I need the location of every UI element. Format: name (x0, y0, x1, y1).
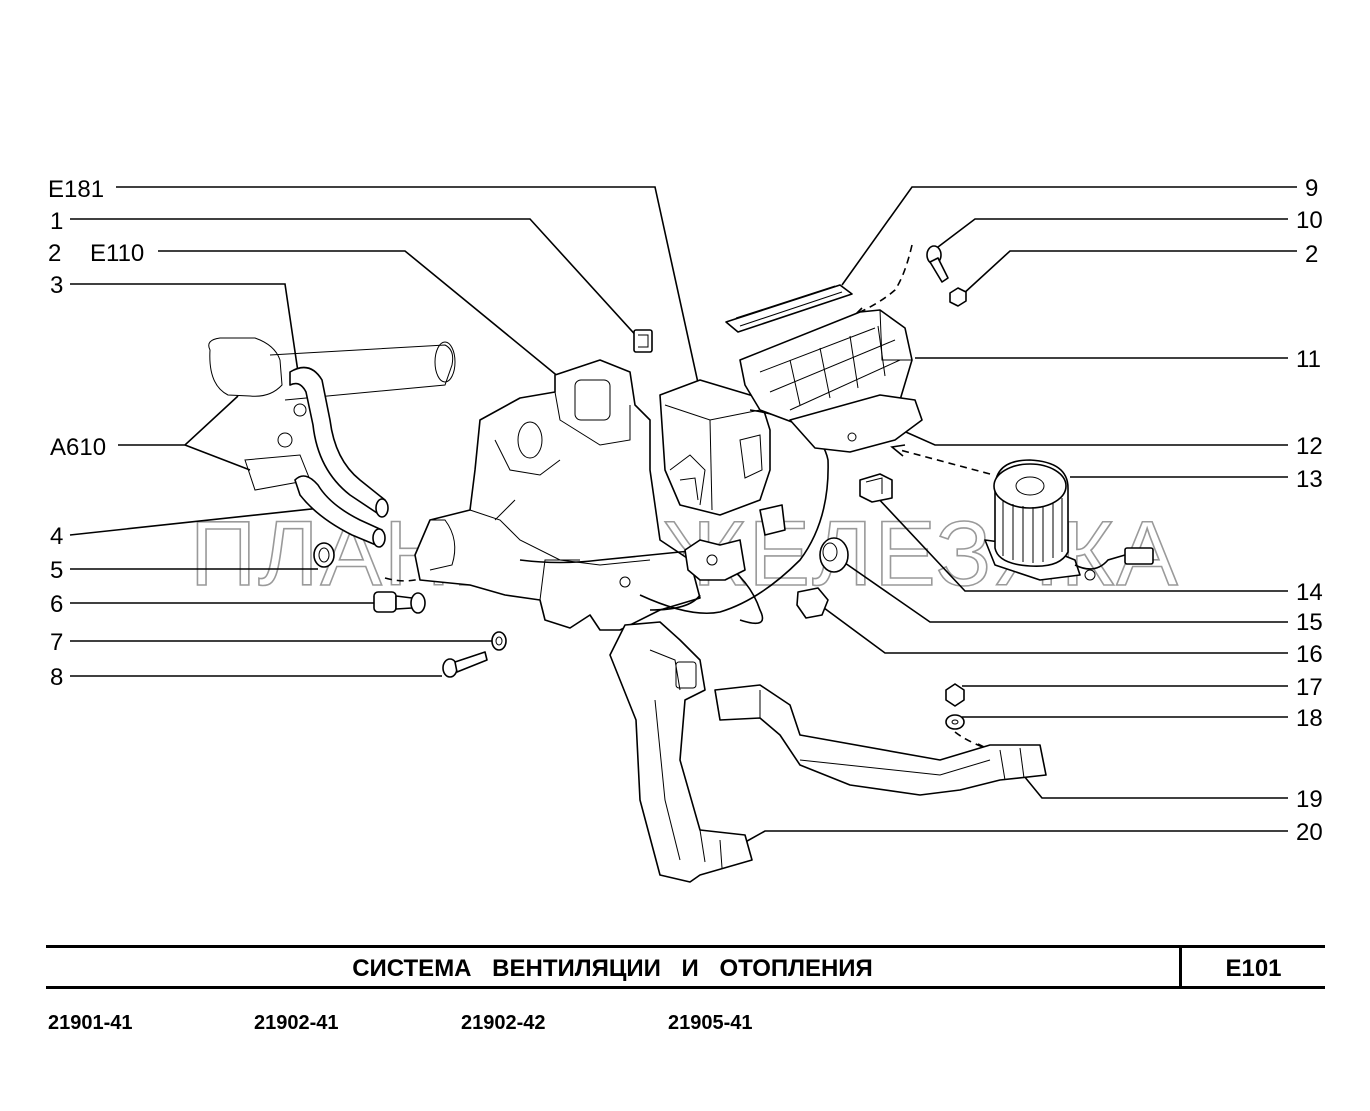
nut-17 (945, 683, 965, 707)
base-12 (789, 394, 923, 453)
callout-1: 1 (50, 208, 63, 235)
callout-3: 3 (50, 272, 63, 299)
nut-2 (949, 287, 967, 307)
clip-1 (633, 329, 653, 353)
leader-20 (739, 830, 1288, 846)
cap-16 (796, 587, 829, 619)
leader-15 (844, 562, 1288, 623)
filter-cover-9 (725, 284, 853, 333)
knob-15 (819, 537, 849, 573)
exploded-assembly-drawing: ПЛАНЕТА ЖЕЛЕЗЯКА E181 1 2 E110 3 A610 4 … (48, 175, 1323, 883)
callout-9: 9 (1305, 175, 1318, 202)
callout-11: 11 (1296, 346, 1321, 373)
dashed-assembly-line-13 (899, 449, 991, 475)
leader-lines-left (69, 186, 701, 677)
section-code: E101 (1225, 955, 1282, 982)
callout-5: 5 (50, 557, 63, 584)
callout-14: 14 (1296, 579, 1323, 606)
callout-8: 8 (50, 664, 63, 691)
bracket-14 (859, 473, 893, 503)
screw-10 (926, 245, 949, 283)
air-duct-20 (609, 621, 753, 883)
leader-4 (69, 506, 331, 536)
callout-2-right: 2 (1305, 241, 1318, 268)
leader-a610-b (184, 444, 251, 471)
model-code: 21902-41 (254, 1012, 339, 1034)
clamp-5 (313, 542, 335, 568)
heater-housing (414, 359, 701, 631)
callout-17: 17 (1296, 674, 1323, 701)
heater-hoses (289, 366, 389, 548)
callout-15: 15 (1296, 609, 1323, 636)
leader-16 (819, 604, 1288, 654)
leader-a610-a (118, 395, 239, 446)
evaporator-box (659, 379, 771, 516)
callout-18: 18 (1296, 705, 1323, 732)
callout-6: 6 (50, 591, 63, 618)
callout-19: 19 (1296, 786, 1323, 813)
leader-lines-right (739, 186, 1297, 846)
title-divider (1179, 948, 1182, 986)
washer-7 (491, 631, 507, 651)
leader-14 (874, 494, 1288, 592)
air-duct-19 (714, 684, 1047, 796)
blower-fan-13 (984, 459, 1154, 581)
section-title: СИСТЕМА ВЕНТИЛЯЦИИ И ОТОПЛЕНИЯ (352, 955, 873, 982)
washer-18 (945, 714, 965, 730)
callout-2-left: 2 (48, 240, 61, 267)
callout-7: 7 (50, 629, 63, 656)
dashed-assembly-line-9 (857, 244, 913, 314)
callout-e110: E110 (90, 240, 144, 267)
screw-8 (442, 651, 488, 678)
leader-19 (1014, 764, 1288, 799)
callout-10: 10 (1296, 207, 1323, 234)
callout-12: 12 (1296, 433, 1323, 460)
callout-16: 16 (1296, 641, 1323, 668)
screw-6 (373, 591, 426, 614)
arrow-13 (890, 444, 906, 457)
model-code: 21902-42 (461, 1012, 546, 1034)
leader-12 (889, 424, 1288, 446)
actuator (684, 504, 786, 581)
leader-2-right (961, 250, 1297, 296)
callout-e181: E181 (48, 176, 104, 203)
model-code: 21905-41 (668, 1012, 753, 1034)
leader-3 (70, 283, 299, 373)
leader-10 (937, 218, 1288, 248)
leader-9 (841, 186, 1297, 286)
leader-e110 (158, 250, 561, 379)
model-code: 21901-41 (48, 1012, 133, 1034)
leader-1 (70, 218, 641, 341)
callout-20: 20 (1296, 819, 1323, 846)
callout-13: 13 (1296, 466, 1323, 493)
title-block: СИСТЕМА ВЕНТИЛЯЦИИ И ОТОПЛЕНИЯ E101 (46, 945, 1325, 989)
leader-e181 (116, 186, 701, 393)
callout-a610: A610 (50, 434, 106, 461)
callout-4: 4 (50, 523, 63, 550)
